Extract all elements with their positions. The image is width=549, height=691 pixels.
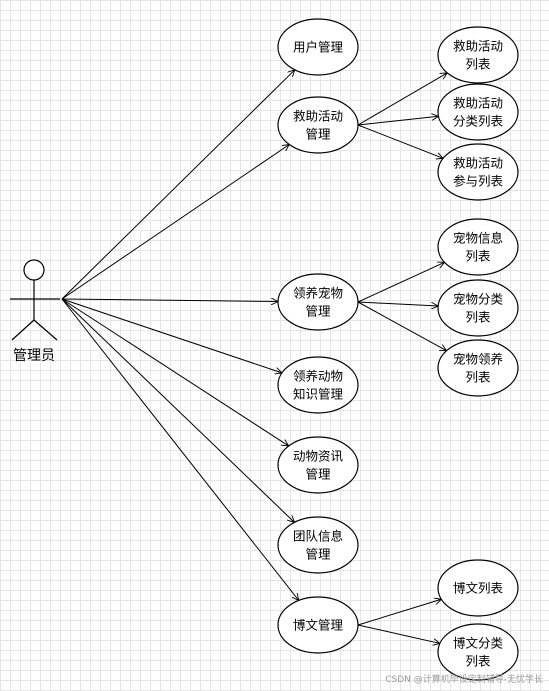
use-case-adopt-label-line: 管理 bbox=[305, 304, 331, 319]
edge-actor-adopt bbox=[61, 299, 278, 302]
edge-rescue-rescue-category bbox=[357, 116, 438, 126]
use-case-knowledge-label-line: 知识管理 bbox=[293, 387, 344, 402]
use-case-rescue-label-line: 管理 bbox=[305, 127, 331, 142]
use-case-adopt-ellipse bbox=[277, 273, 359, 331]
edge-actor-blog bbox=[61, 298, 299, 600]
use-case-blog-ellipse bbox=[277, 596, 359, 654]
use-case-news-label-line: 管理 bbox=[305, 467, 331, 482]
use-case-rescue-category-ellipse bbox=[437, 83, 519, 141]
use-case-blog-list: 博文列表 bbox=[437, 559, 519, 617]
edge-adopt-pet-adopt bbox=[357, 301, 447, 351]
use-case-blog-category-label-line: 博文分类 bbox=[453, 636, 504, 651]
use-case-knowledge-ellipse bbox=[277, 356, 359, 414]
use-case-rescue-join-label-line: 救助活动 bbox=[453, 156, 503, 171]
use-case-user: 用户管理 bbox=[277, 18, 359, 76]
use-case-rescue-join-label-line: 参与列表 bbox=[453, 174, 504, 189]
use-case-blog: 博文管理 bbox=[277, 596, 359, 654]
watermark: CSDN @计算机毕设定制辅导-无忧学长 bbox=[385, 675, 543, 685]
edge-actor-knowledge bbox=[61, 298, 282, 373]
use-case-rescue-list-label-line: 救助活动 bbox=[453, 39, 503, 54]
actor-figure-icon bbox=[10, 259, 60, 341]
use-case-pet-adopt-label-line: 宠物领养 bbox=[453, 352, 503, 367]
use-case-nodes: 用户管理救助活动管理领养宠物管理领养动物知识管理动物资讯管理团队信息管理博文管理… bbox=[277, 18, 519, 681]
use-case-user-label-line: 用户管理 bbox=[293, 40, 344, 55]
use-case-blog-label-line: 博文管理 bbox=[293, 618, 344, 633]
edge-blog-blog-category bbox=[357, 624, 440, 643]
edge-actor-rescue bbox=[61, 145, 289, 300]
use-case-rescue-join-ellipse bbox=[437, 143, 519, 201]
edge-actor-team bbox=[61, 298, 294, 522]
edge-adopt-pet-category bbox=[357, 301, 438, 306]
use-case-pet-category-label-line: 列表 bbox=[465, 310, 491, 325]
use-case-team-ellipse bbox=[277, 516, 359, 574]
use-case-pet-adopt-label-line: 列表 bbox=[465, 370, 491, 385]
use-case-pet-category-label-line: 宠物分类 bbox=[453, 292, 504, 307]
use-case-rescue-list-ellipse bbox=[437, 26, 519, 84]
use-case-user-ellipse bbox=[277, 18, 359, 76]
use-case-knowledge-label-line: 领养动物 bbox=[293, 369, 343, 384]
use-case-pet-category-ellipse bbox=[437, 279, 519, 337]
use-case-rescue-ellipse bbox=[277, 96, 359, 154]
edge-actor-news bbox=[61, 298, 289, 446]
use-case-rescue-list-label-line: 列表 bbox=[465, 57, 491, 72]
use-case-rescue-category-label-line: 救助活动 bbox=[453, 96, 503, 111]
use-case-adopt-label-line: 领养宠物 bbox=[293, 286, 343, 301]
edge-blog-blog-list bbox=[357, 599, 441, 626]
use-case-blog-list-label-line: 博文列表 bbox=[453, 581, 504, 596]
actor-label: 管理员 bbox=[13, 348, 55, 364]
connector-lines bbox=[61, 70, 447, 644]
edge-rescue-rescue-join bbox=[357, 124, 443, 158]
use-case-news-ellipse bbox=[277, 436, 359, 494]
use-case-news-label-line: 动物资讯 bbox=[293, 449, 344, 464]
use-case-team-label-line: 团队信息 bbox=[293, 529, 343, 544]
use-case-blog-category-label-line: 列表 bbox=[465, 654, 491, 669]
use-case-pet-info-label-line: 列表 bbox=[465, 249, 491, 264]
use-case-pet-adopt-ellipse bbox=[437, 339, 519, 397]
edge-adopt-pet-info bbox=[357, 262, 445, 303]
use-case-blog-list-ellipse bbox=[437, 559, 519, 617]
use-case-pet-info-ellipse bbox=[437, 218, 519, 276]
use-case-rescue-category-label-line: 分类列表 bbox=[453, 114, 504, 129]
use-case-blog-category-ellipse bbox=[437, 623, 519, 681]
use-case-pet-info-label-line: 宠物信息 bbox=[453, 231, 503, 246]
use-case-rescue-label-line: 救助活动 bbox=[293, 109, 343, 124]
edge-rescue-rescue-list bbox=[357, 73, 447, 126]
use-case-team-label-line: 管理 bbox=[305, 547, 331, 562]
edge-actor-user bbox=[61, 70, 295, 300]
actor: 管理员 bbox=[10, 259, 60, 364]
